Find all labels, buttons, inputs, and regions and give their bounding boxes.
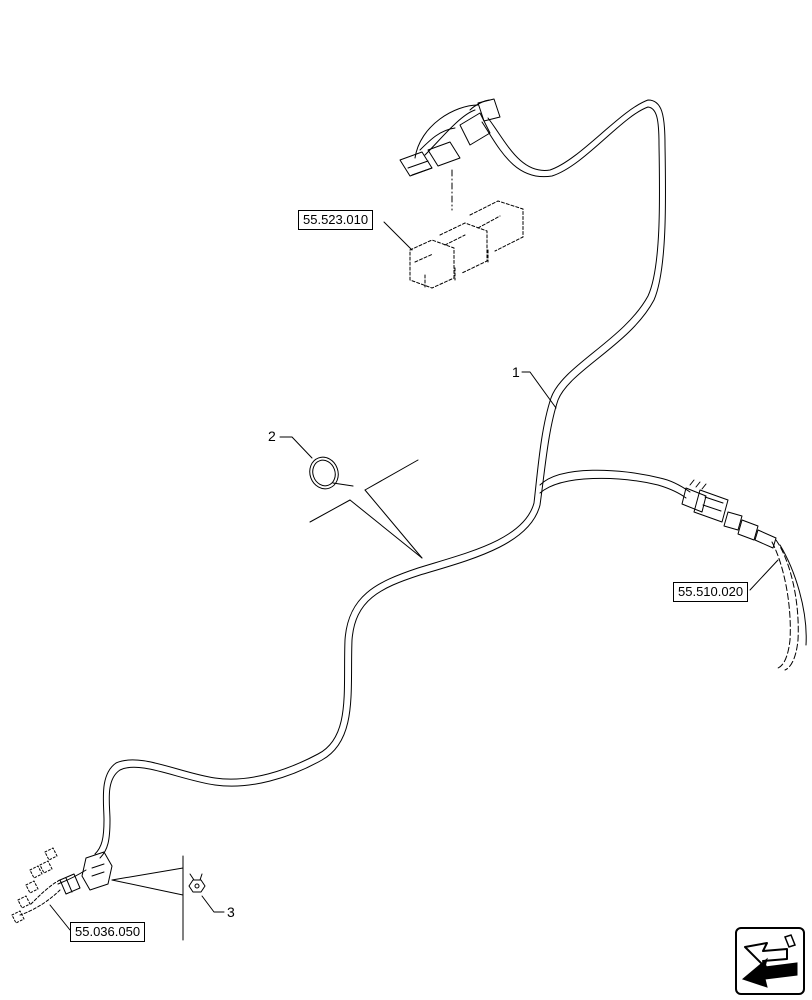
callout-item-3: 3	[227, 904, 235, 920]
callout-item-2: 2	[268, 428, 276, 444]
leader-item-3	[201, 895, 225, 913]
arrow-view-icon[interactable]	[735, 927, 805, 995]
branch-cable-right	[539, 469, 691, 499]
item-3-clip	[188, 873, 206, 893]
main-harness-cable	[94, 99, 667, 859]
ref-label-55-523-010[interactable]: 55.523.010	[298, 210, 374, 230]
leader-55-523-010	[383, 221, 413, 251]
section-lines-item-2	[309, 459, 423, 559]
arrow-glyph-icon	[741, 934, 798, 988]
item-2-cable-tie	[309, 456, 354, 490]
leader-55-510-020	[749, 559, 779, 591]
leader-item-1	[521, 371, 557, 409]
ref-label-55-510-020[interactable]: 55.510.020	[673, 582, 749, 602]
top-connector-group	[399, 98, 501, 211]
ref-label-55-036-050[interactable]: 55.036.050	[70, 922, 146, 942]
leader-item-2	[279, 436, 313, 459]
bottom-connector-group	[11, 847, 113, 924]
section-lines-item-3	[111, 855, 184, 941]
callout-item-1: 1	[512, 364, 520, 380]
dashed-relay-block	[409, 200, 524, 289]
right-connector-assembly	[681, 479, 807, 671]
leader-55-036-050	[49, 904, 71, 931]
